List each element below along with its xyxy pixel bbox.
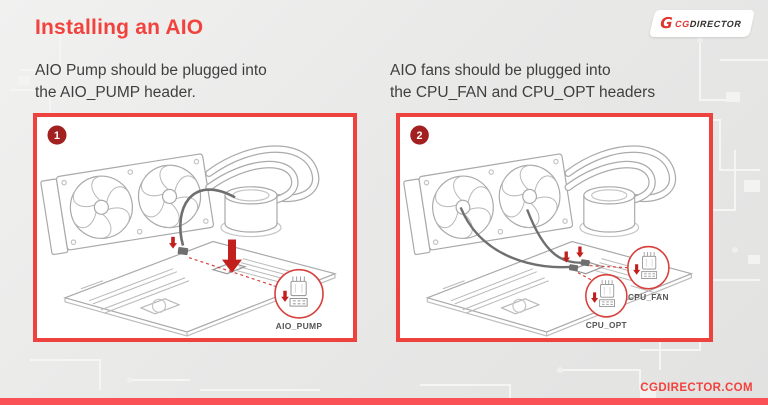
logo-box: G CGDIRECTOR	[649, 10, 756, 37]
header-arrow-icon	[168, 236, 178, 249]
cpu-opt-label: CPU_OPT	[586, 320, 628, 330]
cpu-fan-header	[580, 259, 590, 267]
website-url: CGDIRECTOR.COM	[640, 382, 753, 394]
step-2-number: 2	[417, 130, 423, 142]
aio-fans-diagram: CPU_FAN CPU_OPT 2	[400, 125, 709, 338]
pump-cable	[179, 188, 236, 246]
step-1-number: 1	[54, 130, 60, 142]
aio-pump-header	[177, 247, 189, 256]
aio-pump-label: AIO_PUMP	[276, 321, 323, 331]
step-2-badge	[410, 125, 429, 145]
cpu-mount-arrow-icon	[222, 239, 242, 273]
cpu-opt-header	[568, 264, 579, 272]
cgdirector-logo: G CGDIRECTOR	[649, 10, 756, 37]
fan-cable-2	[526, 208, 585, 264]
fan-connector-icon	[289, 275, 308, 307]
fans-description: AIO fans should be plugged into the CPU_…	[390, 62, 656, 101]
panel-aio-pump: AIO_PUMP 1	[33, 113, 357, 342]
page-title: Installing an AIO	[35, 16, 204, 39]
cpu-fan-leader-line	[589, 265, 628, 269]
aio-pump-diagram: AIO_PUMP 1	[37, 125, 353, 338]
fan-connector-icon-2	[599, 279, 616, 308]
step-1-badge	[47, 125, 67, 145]
footer-accent-bar	[0, 398, 768, 405]
pump-description: AIO Pump should be plugged into the AIO_…	[35, 62, 267, 101]
cpu-fan-label: CPU_FAN	[628, 292, 669, 302]
cgdirector-g-icon: G	[658, 13, 675, 32]
fan-connector-icon-1	[641, 251, 658, 280]
panel-aio-fans: CPU_FAN CPU_OPT 2	[396, 113, 713, 342]
fan-cable-1	[459, 206, 574, 269]
logo-wordmark: CGDIRECTOR	[674, 19, 744, 29]
